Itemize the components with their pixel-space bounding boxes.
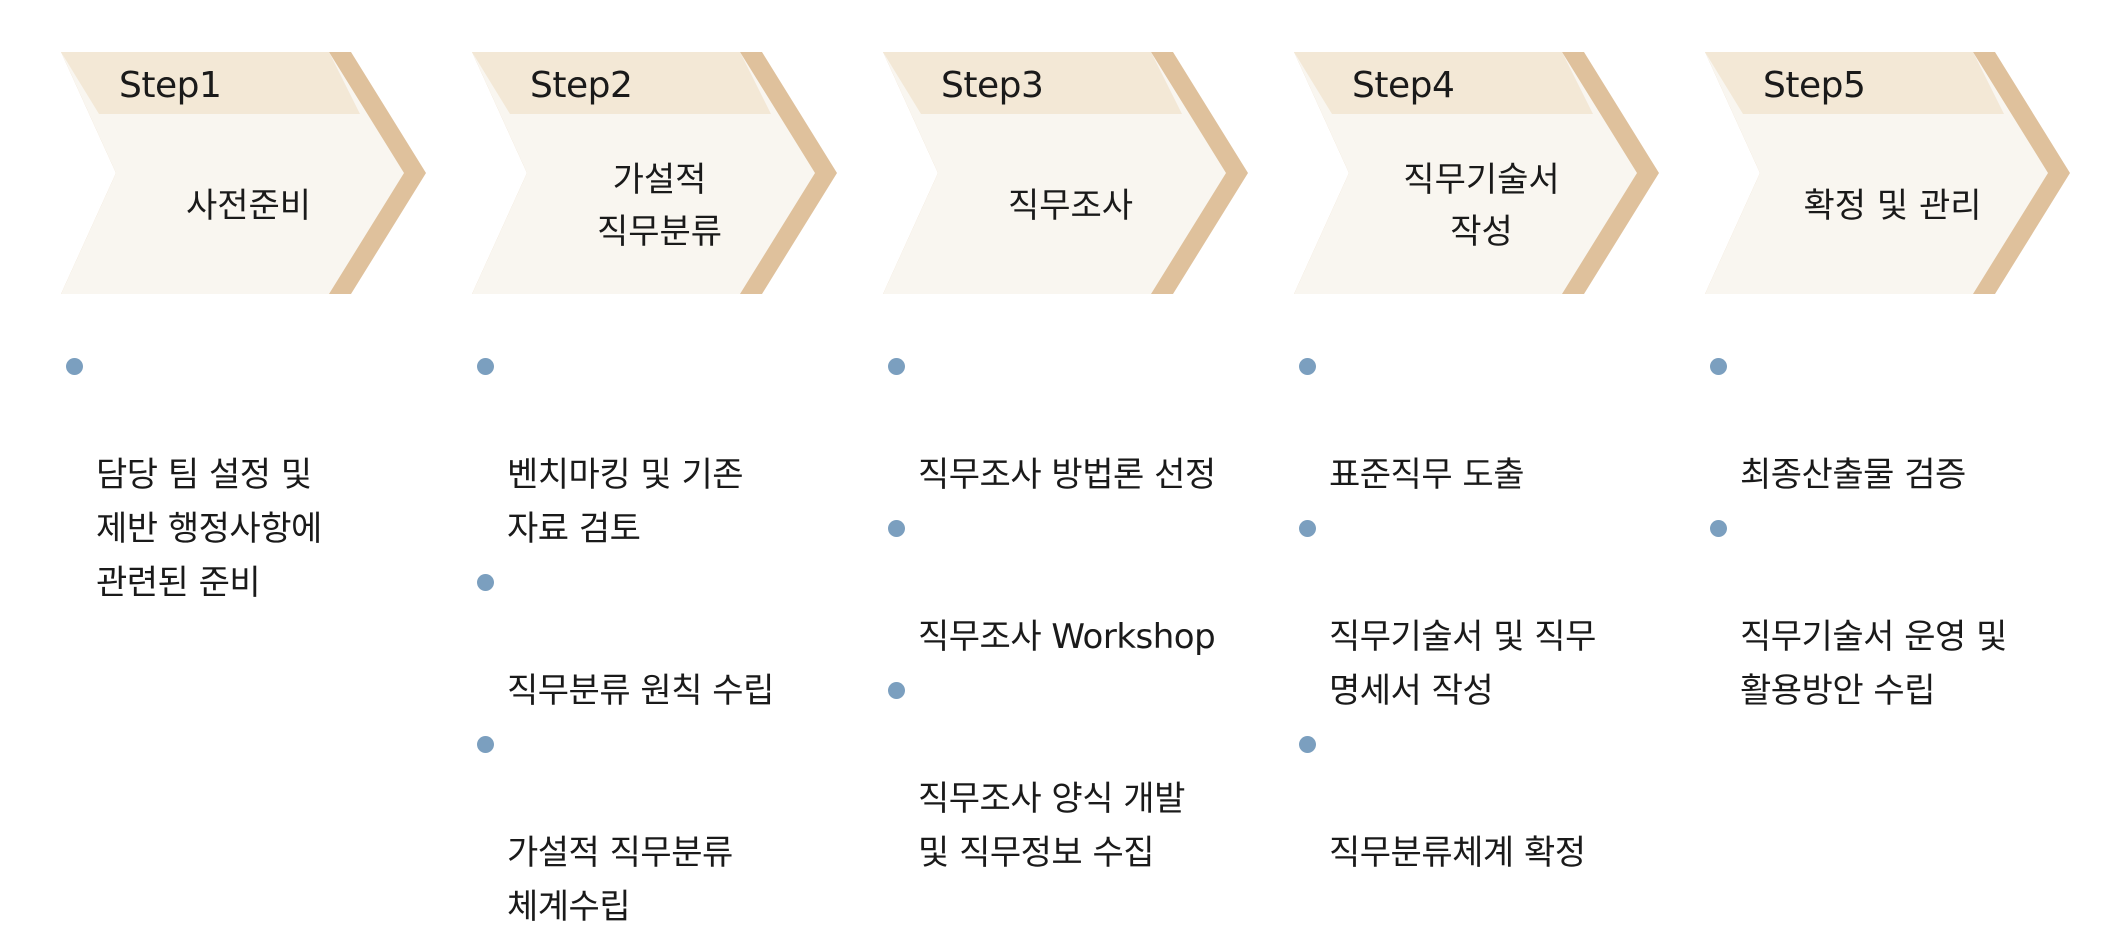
- step-label: Step2: [530, 65, 633, 106]
- step-1-chevron: Step1 사전준비: [61, 52, 426, 294]
- bullet-dot-icon: [477, 574, 494, 591]
- bullet-text: 직무기술서 운영 및 활용방안 수립: [1740, 617, 2007, 711]
- bullet-text: 최종산출물 검증: [1740, 455, 1966, 495]
- bullet-item: 직무분류 원칙 수립: [477, 556, 857, 718]
- step-4-bullet-list: 표준직무 도출 직무기술서 및 직무 명세서 작성 직무분류체계 확정: [1299, 340, 1679, 880]
- bullet-dot-icon: [888, 682, 905, 699]
- bullet-item: 담당 팀 설정 및 제반 행정사항에 관련된 준비: [66, 340, 446, 610]
- chevron-arrow-shape: [883, 52, 1248, 294]
- bullet-dot-icon: [477, 736, 494, 753]
- bullet-text: 직무조사 Workshop: [918, 617, 1216, 657]
- bullet-item: 직무분류체계 확정: [1299, 718, 1679, 880]
- step-title: 가설적 직무분류: [596, 160, 723, 252]
- bullet-item: 직무조사 Workshop: [888, 502, 1268, 664]
- bullet-item: 최종산출물 검증: [1710, 340, 2090, 502]
- chevron-arrow-shape: [1294, 52, 1659, 294]
- bullet-dot-icon: [888, 520, 905, 537]
- bullet-dot-icon: [888, 358, 905, 375]
- bullet-text: 가설적 직무분류 체계수립: [507, 833, 733, 927]
- step-label: Step3: [941, 65, 1044, 106]
- bullet-text: 벤치마킹 및 기존 자료 검토: [507, 455, 744, 549]
- bullet-item: 직무조사 방법론 선정: [888, 340, 1268, 502]
- bullet-dot-icon: [1299, 736, 1316, 753]
- bullet-item: 가설적 직무분류 체계수립: [477, 718, 857, 934]
- step-4-chevron: Step4 직무기술서 작성: [1294, 52, 1659, 294]
- bullet-item: 직무기술서 운영 및 활용방안 수립: [1710, 502, 2090, 718]
- bullet-text: 표준직무 도출: [1329, 455, 1525, 495]
- step-label: Step5: [1763, 65, 1866, 106]
- bullet-item: 직무기술서 및 직무 명세서 작성: [1299, 502, 1679, 718]
- bullet-text: 직무기술서 및 직무 명세서 작성: [1329, 617, 1596, 711]
- bullet-dot-icon: [1710, 358, 1727, 375]
- bullet-item: 직무조사 양식 개발 및 직무정보 수집: [888, 664, 1268, 880]
- bullet-dot-icon: [1299, 358, 1316, 375]
- bullet-dot-icon: [1299, 520, 1316, 537]
- bullet-text: 직무조사 방법론 선정: [918, 455, 1216, 495]
- bullet-text: 직무분류체계 확정: [1329, 833, 1586, 873]
- step-1-bullet-list: 담당 팀 설정 및 제반 행정사항에 관련된 준비: [66, 340, 446, 610]
- chevron-arrow-shape: [1705, 52, 2070, 294]
- step-title: 직무조사: [1007, 186, 1134, 226]
- bullet-text: 직무조사 양식 개발 및 직무정보 수집: [918, 779, 1185, 873]
- bullet-dot-icon: [477, 358, 494, 375]
- bullet-text: 담당 팀 설정 및 제반 행정사항에 관련된 준비: [96, 455, 322, 603]
- step-2-bullet-list: 벤치마킹 및 기존 자료 검토 직무분류 원칙 수립 가설적 직무분류 체계수립: [477, 340, 857, 934]
- step-5-chevron: Step5 확정 및 관리: [1705, 52, 2070, 294]
- step-label: Step1: [119, 65, 222, 106]
- step-title: 사전준비: [185, 186, 312, 226]
- chevron-arrow-shape: [472, 52, 837, 294]
- bullet-item: 표준직무 도출: [1299, 340, 1679, 502]
- bullet-dot-icon: [1710, 520, 1727, 537]
- step-title: 직무기술서 작성: [1403, 160, 1560, 252]
- step-3-bullet-list: 직무조사 방법론 선정 직무조사 Workshop 직무조사 양식 개발 및 직…: [888, 340, 1268, 880]
- bullet-item: 벤치마킹 및 기존 자료 검토: [477, 340, 857, 556]
- step-title: 확정 및 관리: [1803, 186, 1982, 226]
- bullet-dot-icon: [66, 358, 83, 375]
- step-5-bullet-list: 최종산출물 검증 직무기술서 운영 및 활용방안 수립: [1710, 340, 2090, 718]
- step-label: Step4: [1352, 65, 1455, 106]
- chevron-arrow-shape: [61, 52, 426, 294]
- bullet-text: 직무분류 원칙 수립: [507, 671, 774, 711]
- step-3-chevron: Step3 직무조사: [883, 52, 1248, 294]
- step-2-chevron: Step2 가설적 직무분류: [472, 52, 837, 294]
